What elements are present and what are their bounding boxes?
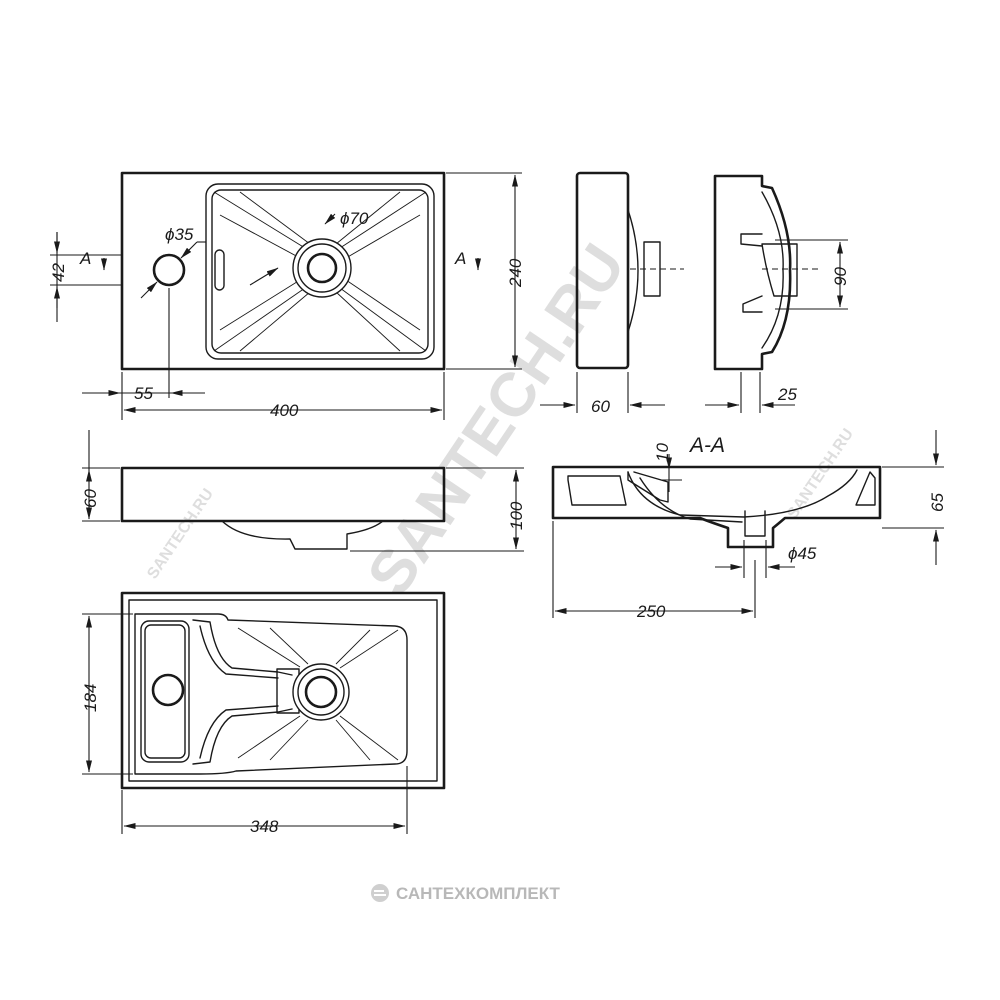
bottom-overflow-channel bbox=[192, 619, 293, 765]
side-view-right: 90 25 bbox=[705, 174, 850, 413]
section-left-rim bbox=[567, 475, 627, 506]
dim-section-rim: 10 bbox=[653, 443, 672, 462]
top-bowl-inner bbox=[211, 189, 429, 354]
dim-front-height: 60 bbox=[81, 489, 100, 508]
side-view-left: 60 bbox=[540, 171, 684, 416]
side-right-lower-notch bbox=[742, 295, 763, 313]
dim-section-drain: ϕ45 bbox=[788, 544, 817, 563]
footer-watermark: САНТЕХКОМПЛЕКТ bbox=[396, 884, 561, 903]
front-view: 60 100 bbox=[81, 430, 526, 552]
bottom-faucet-deck-inner bbox=[144, 624, 186, 759]
watermark-small-2: SANTECH.RU bbox=[784, 426, 857, 522]
top-view: A A bbox=[79, 171, 481, 371]
dim-bowl-depth: 184 bbox=[81, 684, 100, 712]
logo-icon bbox=[371, 884, 389, 902]
section-marker-left: A bbox=[79, 249, 91, 268]
dim-side-offset: 25 bbox=[777, 385, 797, 404]
bottom-drain-inner-rim bbox=[297, 668, 345, 716]
dim-front-total-height: 100 bbox=[507, 501, 526, 530]
drain-rim bbox=[292, 238, 352, 298]
dim-hole-offset: 55 bbox=[134, 384, 153, 403]
top-view-dimensions: 400 55 ϕ35 ϕ70 42 240 bbox=[49, 172, 525, 420]
section-bowl-inner bbox=[627, 469, 858, 518]
side-left-bowl-bulge bbox=[627, 209, 639, 333]
footer-logo: САНТЕХКОМПЛЕКТ bbox=[371, 884, 561, 903]
side-right-drain bbox=[761, 243, 798, 297]
dim-hole-diameter: ϕ35 bbox=[165, 225, 194, 244]
dim-side-height: 90 bbox=[831, 267, 850, 286]
side-right-outline bbox=[713, 174, 792, 371]
front-bowl-bottom bbox=[221, 520, 384, 550]
front-outline bbox=[120, 466, 446, 523]
bottom-drain-hole bbox=[304, 675, 338, 709]
section-overflow-channel bbox=[627, 471, 669, 503]
section-view: A-A 10 65 ϕ45 250 bbox=[551, 430, 947, 621]
watermark-small-1: SANTECH.RU bbox=[144, 486, 217, 582]
dim-section-height: 65 bbox=[928, 493, 947, 512]
top-bowl-outer bbox=[205, 183, 435, 360]
section-bowl-lower bbox=[639, 477, 743, 523]
bottom-overflow-channel-inner bbox=[199, 625, 279, 759]
section-right-rim bbox=[855, 471, 876, 506]
section-title: A-A bbox=[688, 434, 725, 457]
bottom-outline bbox=[120, 591, 446, 790]
dim-hole-height: 42 bbox=[49, 263, 68, 282]
watermark-layer: SANTECH.RU SANTECH.RU SANTECH.RU САНТЕХК… bbox=[144, 232, 857, 903]
bottom-view-dimensions: 184 348 bbox=[81, 613, 408, 836]
dim-section-offset: 250 bbox=[636, 602, 666, 621]
faucet-hole bbox=[152, 253, 186, 287]
bottom-faucet-hole bbox=[151, 673, 185, 707]
section-outline bbox=[551, 465, 882, 549]
dim-drain-diameter: ϕ70 bbox=[340, 209, 369, 228]
section-marker-right: A bbox=[454, 249, 466, 268]
top-bowl-slopes bbox=[213, 191, 427, 352]
drain-hole bbox=[306, 252, 338, 284]
dim-width-top: 400 bbox=[270, 401, 299, 420]
dim-side-width: 60 bbox=[591, 397, 610, 416]
bottom-drain-rim bbox=[292, 663, 350, 721]
section-drain-throat bbox=[744, 510, 766, 537]
dim-bowl-width: 348 bbox=[250, 817, 279, 836]
bottom-inner-border bbox=[128, 599, 438, 782]
bottom-faucet-deck bbox=[140, 620, 190, 763]
bottom-view bbox=[120, 591, 446, 790]
side-right-inner-curve bbox=[761, 191, 784, 349]
top-outline bbox=[120, 171, 446, 371]
dim-depth: 240 bbox=[506, 258, 525, 288]
drain-inner-rim bbox=[297, 243, 347, 293]
bottom-bowl-slopes bbox=[237, 627, 399, 761]
bottom-bowl-outer bbox=[134, 613, 408, 775]
overflow-slot bbox=[214, 249, 225, 291]
side-right-overflow bbox=[740, 233, 763, 247]
side-left-outline bbox=[575, 171, 630, 370]
